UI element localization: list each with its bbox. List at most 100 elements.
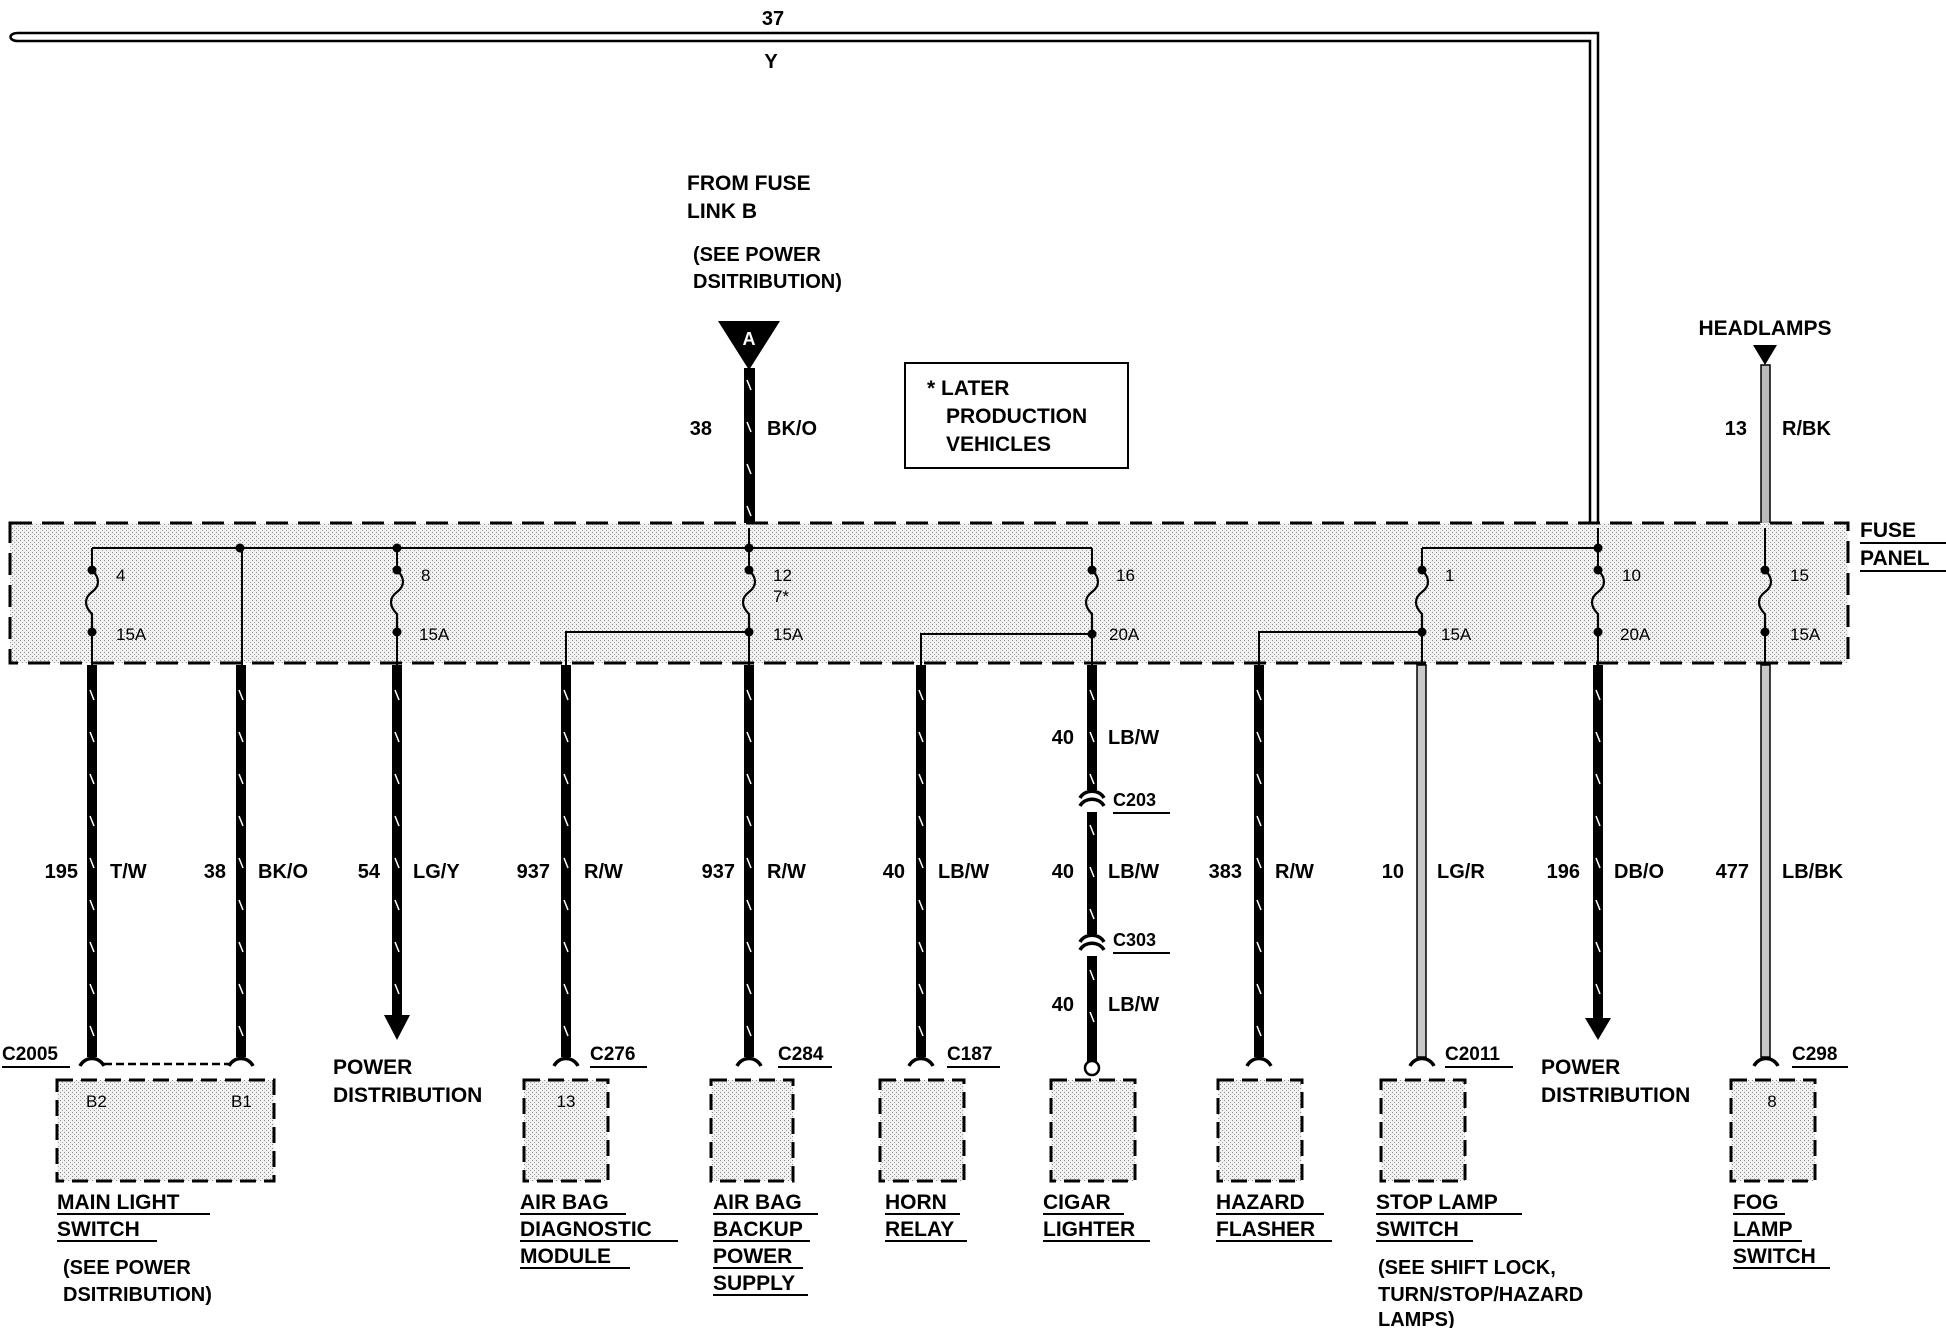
component-boxes [55,1078,1817,1183]
wire-hatch [1595,857,1601,869]
wire-hatch [89,857,95,869]
wire-383-circuit: 383 [1209,861,1242,883]
wire-40-lighter-circuit: 40 [1052,861,1074,883]
cigar-lighter-line2: LIGHTER [1043,1218,1135,1241]
wire-hatch [89,689,95,701]
component-labels: MAIN LIGHT SWITCH (SEE POWER DSITRIBUTIO… [57,1191,1816,1328]
source-a-letter: A [743,329,756,349]
source-circuit: 38 [690,418,712,440]
fuse-16-rating: 20A [1109,625,1140,644]
top-wire-color: Y [764,51,778,73]
stop-lamp-note1: (SEE SHIFT LOCK, [1378,1257,1556,1279]
wire-937b-circuit: 937 [702,861,735,883]
wire-hatch [563,983,569,995]
lighter-terminal [1083,1059,1101,1077]
wire-hatch [1256,983,1262,995]
wire-hatch [746,505,752,517]
airbag-diag-line3: MODULE [520,1245,611,1268]
note-box [904,362,1129,469]
fuse-4-rating: 15A [116,625,147,644]
wire-10-color: LG/R [1437,861,1485,883]
lighter-lower-circuit: 40 [1052,994,1074,1016]
wire-hatch [238,983,244,995]
wire-hatch [89,941,95,953]
wire-38-source [744,368,755,528]
wire-38-color: BK/O [258,861,308,883]
headlamps-label: HEADLAMPS [1698,317,1831,340]
wire-hatch [746,983,752,995]
wire-383-color: R/W [1275,861,1314,883]
pin-airbag-13: 13 [557,1092,576,1111]
fuse-panel [8,521,1850,665]
wire-hatch-marks [89,379,1601,1037]
wire-hatch [238,941,244,953]
airbag-diag-line2: DIAGNOSTIC [520,1218,652,1241]
wire-break-symbol [9,31,19,43]
wire-hatch [563,899,569,911]
wire-hatch [746,899,752,911]
wire-hatch [918,857,924,869]
connector-c203: C203 [1113,790,1156,810]
splice-dots [87,543,1770,639]
fuse-elements [84,569,1773,634]
source-see-line2: DSITRIBUTION) [693,271,842,293]
wire-hatch [918,815,924,827]
wire-hatch [563,731,569,743]
wire-hatch [1089,773,1095,785]
fuse-1-rating: 15A [1441,625,1472,644]
wire-38-circuit: 38 [204,861,226,883]
fuse-15-rating: 15A [1790,625,1821,644]
fog-lamp-line1: FOG [1733,1191,1779,1214]
wire-hatch [238,731,244,743]
wire-hatch [89,983,95,995]
wire-hatch [746,941,752,953]
wire-hatch [1089,824,1095,836]
main-light-note2: DSITRIBUTION) [63,1284,212,1306]
wire-hatch [746,421,752,433]
wire-hatch [394,941,400,953]
hazard-flasher-line2: FLASHER [1216,1218,1315,1241]
wire-hatch [89,731,95,743]
wire-hatch [746,463,752,475]
cigar-lighter-line1: CIGAR [1043,1191,1111,1214]
airbag-backup-line4: SUPPLY [713,1272,795,1295]
fog-lamp-line2: LAMP [1733,1218,1793,1241]
note-line3: VEHICLES [946,433,1051,456]
wire-hatch [1089,689,1095,701]
wire-hatch [1256,773,1262,785]
main-light-line2: SWITCH [57,1218,140,1241]
headlamps-arrow [1753,345,1777,365]
wire-hatch [1256,1025,1262,1037]
wire-hatch [1089,866,1095,878]
fuse-16-number: 16 [1116,566,1135,585]
wire-hatch [1089,908,1095,920]
pin-b1: B1 [231,1092,252,1111]
fuse-10-rating: 20A [1620,625,1651,644]
lighter-lower-color: LB/W [1108,994,1159,1016]
wire-937b-color: R/W [767,861,806,883]
wire-hatch [1256,731,1262,743]
connector-c303: C303 [1113,930,1156,950]
fuse-10-number: 10 [1622,566,1641,585]
connector-c276: C276 [590,1044,635,1065]
connector-c284: C284 [778,1044,824,1065]
top-wire-circuit: 37 [762,8,784,30]
wire-hatch [394,983,400,995]
wire-937a-color: R/W [584,861,623,883]
connector-c187: C187 [947,1044,992,1065]
wire-hatch [394,815,400,827]
wire-hatch [238,689,244,701]
wire-hatch [1256,857,1262,869]
wire-hatch [1256,941,1262,953]
connector-c298: C298 [1792,1044,1837,1065]
wire-hatch [918,941,924,953]
headlamps-color: R/BK [1782,418,1831,440]
wire-54-circuit: 54 [358,861,381,883]
hazard-flasher-line1: HAZARD [1216,1191,1305,1214]
wire-hatch [746,773,752,785]
wire-195-circuit: 195 [45,861,78,883]
main-light-note1: (SEE POWER [63,1257,191,1279]
wire-hatch [1595,689,1601,701]
wire-477-color: LB/BK [1782,861,1844,883]
